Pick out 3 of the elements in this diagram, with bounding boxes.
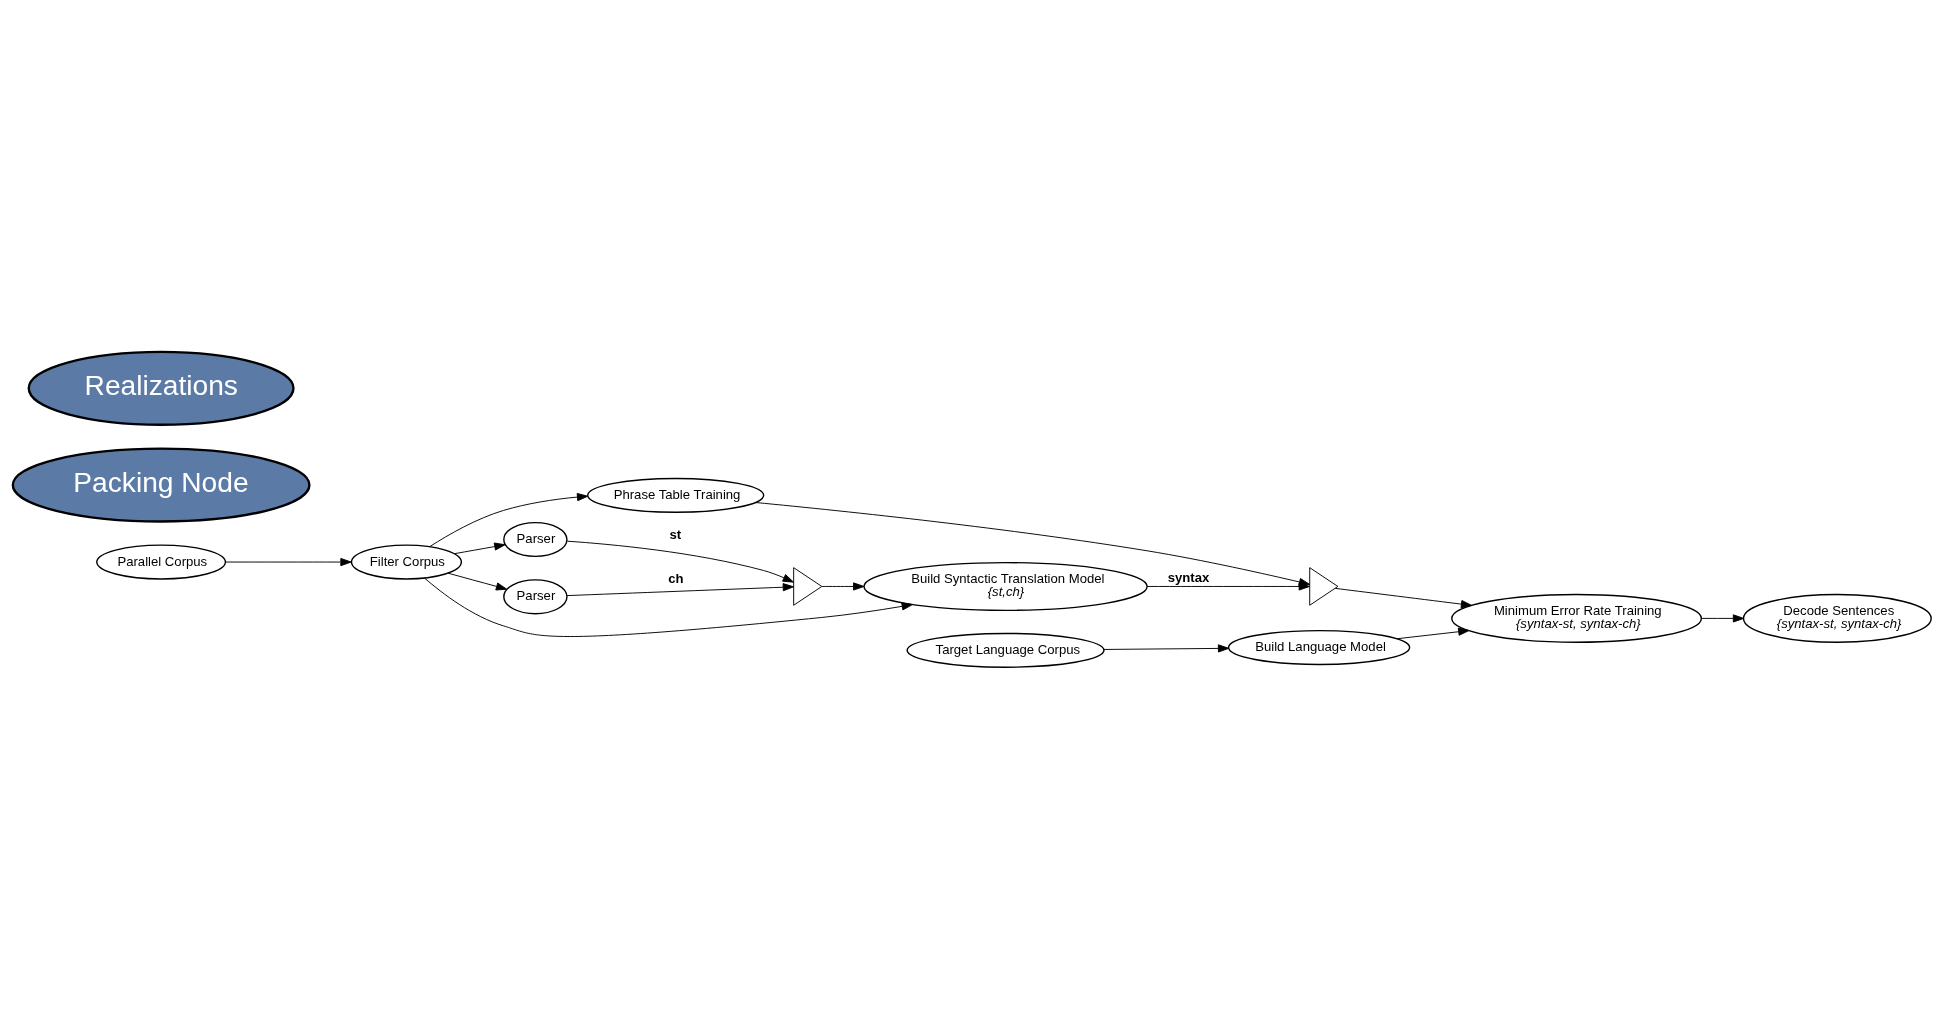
edge-label: syntax: [1167, 569, 1210, 585]
edge-label: ch: [668, 570, 684, 586]
edge-label: st: [669, 526, 682, 542]
